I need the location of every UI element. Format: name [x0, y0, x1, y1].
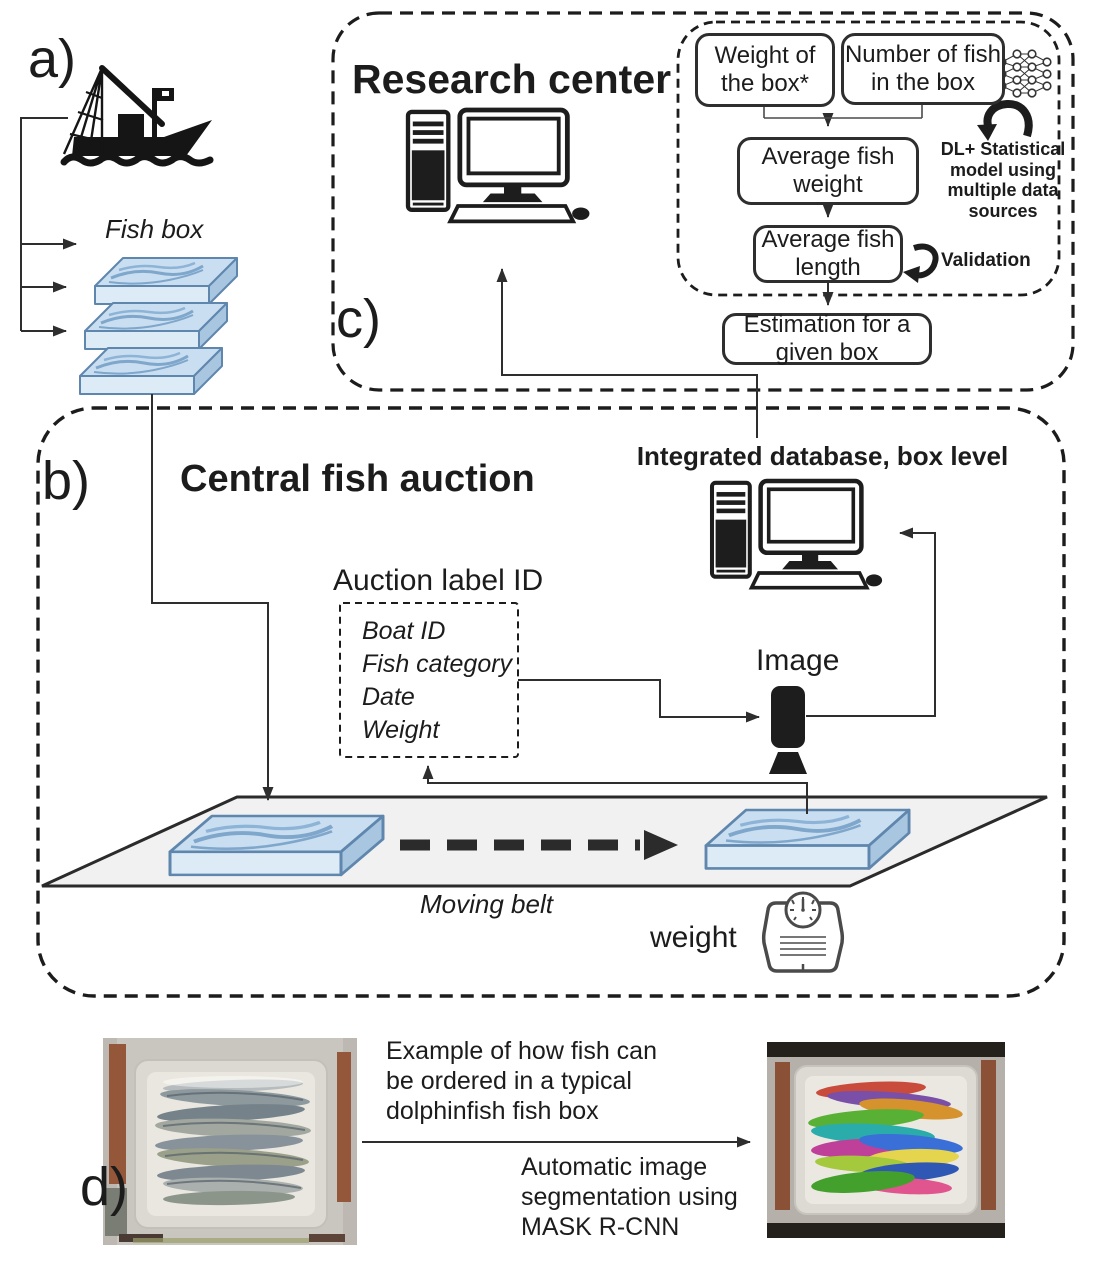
auction-field-weight: Weight: [362, 716, 440, 744]
fish-box-stack-1: [93, 256, 239, 306]
validation-loop-arrow-icon: [903, 243, 939, 283]
connector-lines: [20, 113, 936, 1148]
auction-label-id-title: Auction label ID: [333, 564, 544, 597]
model-inner-border: [676, 20, 1061, 297]
neural-network-icon: [997, 49, 1052, 98]
flow-average-fish-length: Average fish length: [753, 225, 903, 283]
camera-icon: [769, 686, 807, 774]
photo-raw-fish-box: [103, 1038, 357, 1245]
fish-box-label: Fish box: [105, 214, 204, 244]
research-computer-icon: [408, 110, 589, 221]
belt-motion-arrowhead: [644, 830, 678, 860]
caption-segmentation: Automatic image segmentation using MASK …: [521, 1153, 738, 1241]
database-computer-icon: [712, 481, 882, 588]
panel-label-d: d): [80, 1157, 129, 1217]
fish-box-belt-right: [706, 810, 909, 868]
fishing-boat-icon: [60, 65, 214, 167]
flow-weight-of-box: Weight of the box*: [695, 33, 835, 107]
fish-box-belt-left: [170, 816, 383, 875]
panel-label-a: a): [28, 29, 77, 89]
photo-segmented-fish-box: [767, 1042, 1005, 1238]
weight-label: weight: [650, 921, 737, 954]
moving-belt-label: Moving belt: [420, 889, 553, 919]
validation-label: Validation: [941, 250, 1031, 271]
fish-box-stack-3: [78, 346, 224, 396]
flow-estimation-box: Estimation for a given box: [722, 311, 932, 366]
stack-to-belt-arrow: [151, 394, 274, 801]
panel-label-c: c): [336, 289, 381, 349]
auction-field-date: Date: [362, 683, 415, 711]
auction-to-camera-arrow: [518, 679, 760, 723]
panel-label-b: b): [42, 451, 91, 511]
section-b-border: [36, 406, 1066, 998]
dl-model-note: DL+ Statistical model using multiple dat…: [940, 139, 1066, 222]
caption-example: Example of how fish can be ordered in a …: [386, 1037, 657, 1125]
cycle-arrow-icon: [977, 100, 1033, 141]
auction-label-box: [339, 602, 519, 758]
database-to-research-arrow: [496, 268, 758, 438]
integrated-database-label: Integrated database, box level: [636, 441, 1009, 471]
central-fish-auction-title: Central fish auction: [180, 458, 535, 500]
auction-field-fish-category: Fish category: [362, 650, 513, 678]
flow-average-fish-weight: Average fish weight: [737, 137, 919, 205]
auction-field-boat-id: Boat ID: [362, 617, 446, 645]
section-c-border: [331, 11, 1075, 392]
camera-to-database-arrow: [806, 527, 936, 717]
research-center-title: Research center: [352, 56, 672, 102]
fish-box-stack-2: [83, 301, 229, 351]
image-label: Image: [756, 644, 840, 677]
box-to-auction-arrow: [422, 765, 808, 814]
flow-merge-bracket: [763, 105, 923, 119]
weighing-scale-icon: [761, 891, 845, 973]
flow-number-of-fish: Number of fish in the box: [841, 33, 1005, 105]
